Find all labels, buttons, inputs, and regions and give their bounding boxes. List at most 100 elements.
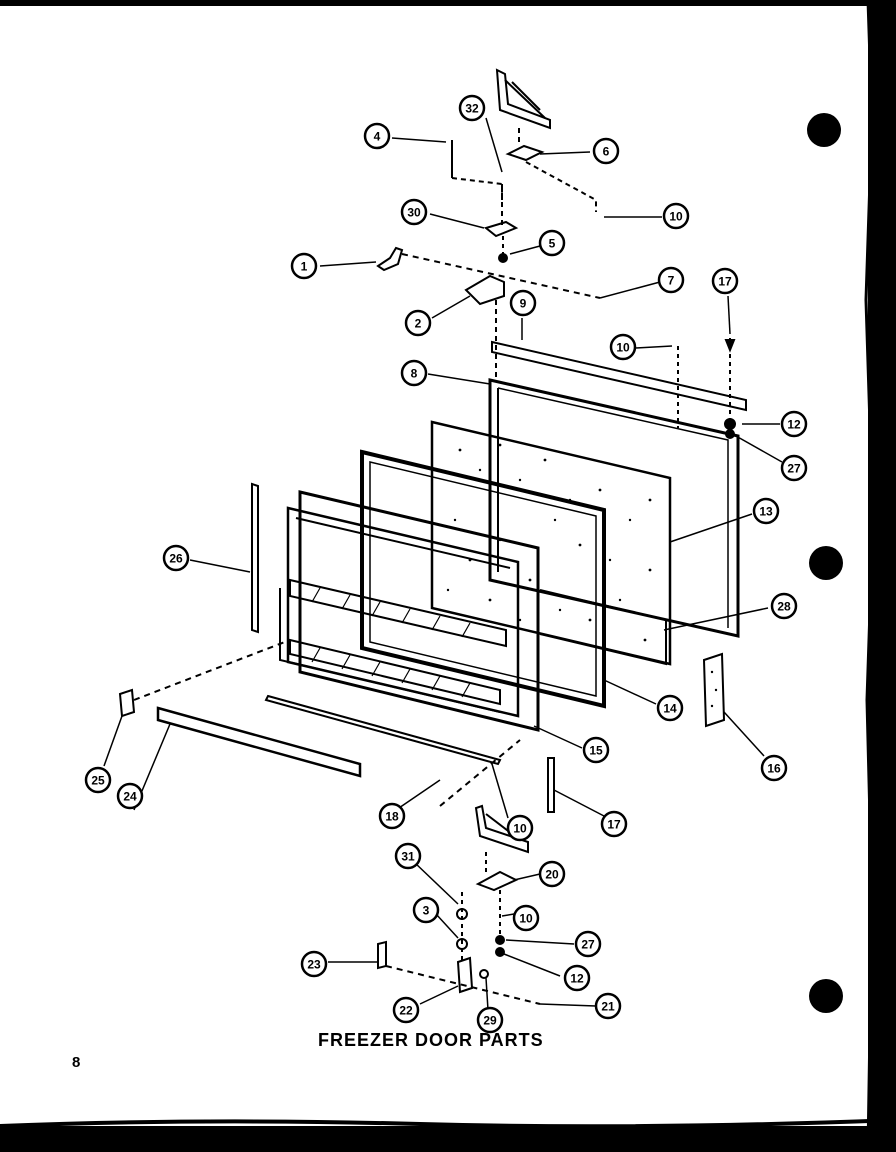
callout-circle xyxy=(592,137,620,165)
callout-label: 14 xyxy=(663,702,677,716)
callout-circle xyxy=(378,802,406,830)
callout-9: 17 xyxy=(711,267,739,295)
callout-25: 10 xyxy=(506,814,534,842)
callout-circle xyxy=(574,930,602,958)
callout-circle xyxy=(563,964,591,992)
callout-circle xyxy=(752,497,780,525)
callout-10: 2 xyxy=(404,309,432,337)
callout-36: 29 xyxy=(476,1006,504,1034)
callout-label: 24 xyxy=(123,790,137,804)
callout-circle xyxy=(538,860,566,888)
diagram-title: FREEZER DOOR PARTS xyxy=(318,1030,544,1050)
lever-1 xyxy=(376,246,404,272)
callout-4: 30 xyxy=(400,198,428,226)
outer-door-panel xyxy=(488,378,740,638)
callout-34: 21 xyxy=(594,992,622,1020)
door-handle-24 xyxy=(156,706,362,778)
door-liner xyxy=(279,490,540,732)
callout-label: 13 xyxy=(759,505,773,519)
callout-26: 17 xyxy=(600,810,628,838)
callout-32: 23 xyxy=(300,950,328,978)
callout-circle xyxy=(582,736,610,764)
leader-lines xyxy=(103,117,783,1011)
callout-label: 10 xyxy=(669,210,683,224)
callout-16: 13 xyxy=(752,497,780,525)
callout-label: 16 xyxy=(767,762,781,776)
top-cabinet-bracket xyxy=(495,68,551,130)
callout-label: 10 xyxy=(519,912,533,926)
bottom-hinge-assembly xyxy=(377,804,541,1005)
callout-label: 31 xyxy=(401,850,415,864)
callout-label: 23 xyxy=(307,958,321,972)
callout-15: 27 xyxy=(780,454,808,482)
callout-circle xyxy=(300,950,328,978)
callout-label: 26 xyxy=(169,552,183,566)
callout-label: 20 xyxy=(545,868,559,882)
bottom-border xyxy=(0,1118,896,1152)
callout-30: 10 xyxy=(512,904,540,932)
callout-8: 7 xyxy=(657,266,685,294)
callout-6: 5 xyxy=(538,229,566,257)
top-border xyxy=(0,0,896,6)
callout-circle xyxy=(392,996,420,1024)
callout-label: 6 xyxy=(603,145,610,159)
callout-label: 8 xyxy=(411,367,418,381)
callout-label: 32 xyxy=(465,102,479,116)
callout-35: 22 xyxy=(392,996,420,1024)
insulation-panel xyxy=(430,420,672,666)
callout-circle xyxy=(594,992,622,1020)
door-top-trim xyxy=(491,340,747,412)
callout-circle xyxy=(404,309,432,337)
callout-circle xyxy=(512,904,540,932)
hinge-bracket-2 xyxy=(464,274,505,306)
callout-11: 9 xyxy=(509,289,537,317)
callout-circle xyxy=(509,289,537,317)
callout-circle xyxy=(711,267,739,295)
bottom-trim-18 xyxy=(264,694,502,766)
callout-14: 12 xyxy=(780,410,808,438)
callout-label: 29 xyxy=(483,1014,497,1028)
callout-circle xyxy=(506,814,534,842)
right-border xyxy=(864,0,896,1152)
callout-circle xyxy=(780,454,808,482)
callout-31: 27 xyxy=(574,930,602,958)
callout-label: 10 xyxy=(513,822,527,836)
callout-label: 30 xyxy=(407,206,421,220)
callout-circle xyxy=(394,842,422,870)
callout-label: 4 xyxy=(374,130,381,144)
callout-label: 12 xyxy=(570,972,584,986)
callout-24: 18 xyxy=(378,802,406,830)
part-16 xyxy=(702,652,726,728)
callout-circle xyxy=(770,592,798,620)
callout-circle xyxy=(656,694,684,722)
callout-label: 9 xyxy=(520,297,527,311)
callout-3: 6 xyxy=(592,137,620,165)
callout-circle xyxy=(458,94,486,122)
callout-circle xyxy=(412,896,440,924)
callout-circle xyxy=(116,782,144,810)
callout-20: 15 xyxy=(582,736,610,764)
callout-18: 28 xyxy=(770,592,798,620)
callout-label: 7 xyxy=(668,274,675,288)
part-17-lower xyxy=(547,757,555,813)
callout-circle xyxy=(363,122,391,150)
callout-label: 5 xyxy=(549,237,556,251)
callout-circle xyxy=(290,252,318,280)
callout-circle xyxy=(400,359,428,387)
binder-hole-top xyxy=(807,113,841,147)
callout-label: 3 xyxy=(423,904,430,918)
callout-21: 16 xyxy=(760,754,788,782)
callout-label: 25 xyxy=(91,774,105,788)
callout-circle xyxy=(476,1006,504,1034)
callout-circle xyxy=(609,333,637,361)
callout-label: 21 xyxy=(601,1000,615,1014)
callout-circle xyxy=(780,410,808,438)
callout-28: 20 xyxy=(538,860,566,888)
door-gasket xyxy=(360,449,606,709)
callout-label: 10 xyxy=(616,341,630,355)
callout-1: 32 xyxy=(458,94,486,122)
callout-circle xyxy=(538,229,566,257)
callout-27: 31 xyxy=(394,842,422,870)
